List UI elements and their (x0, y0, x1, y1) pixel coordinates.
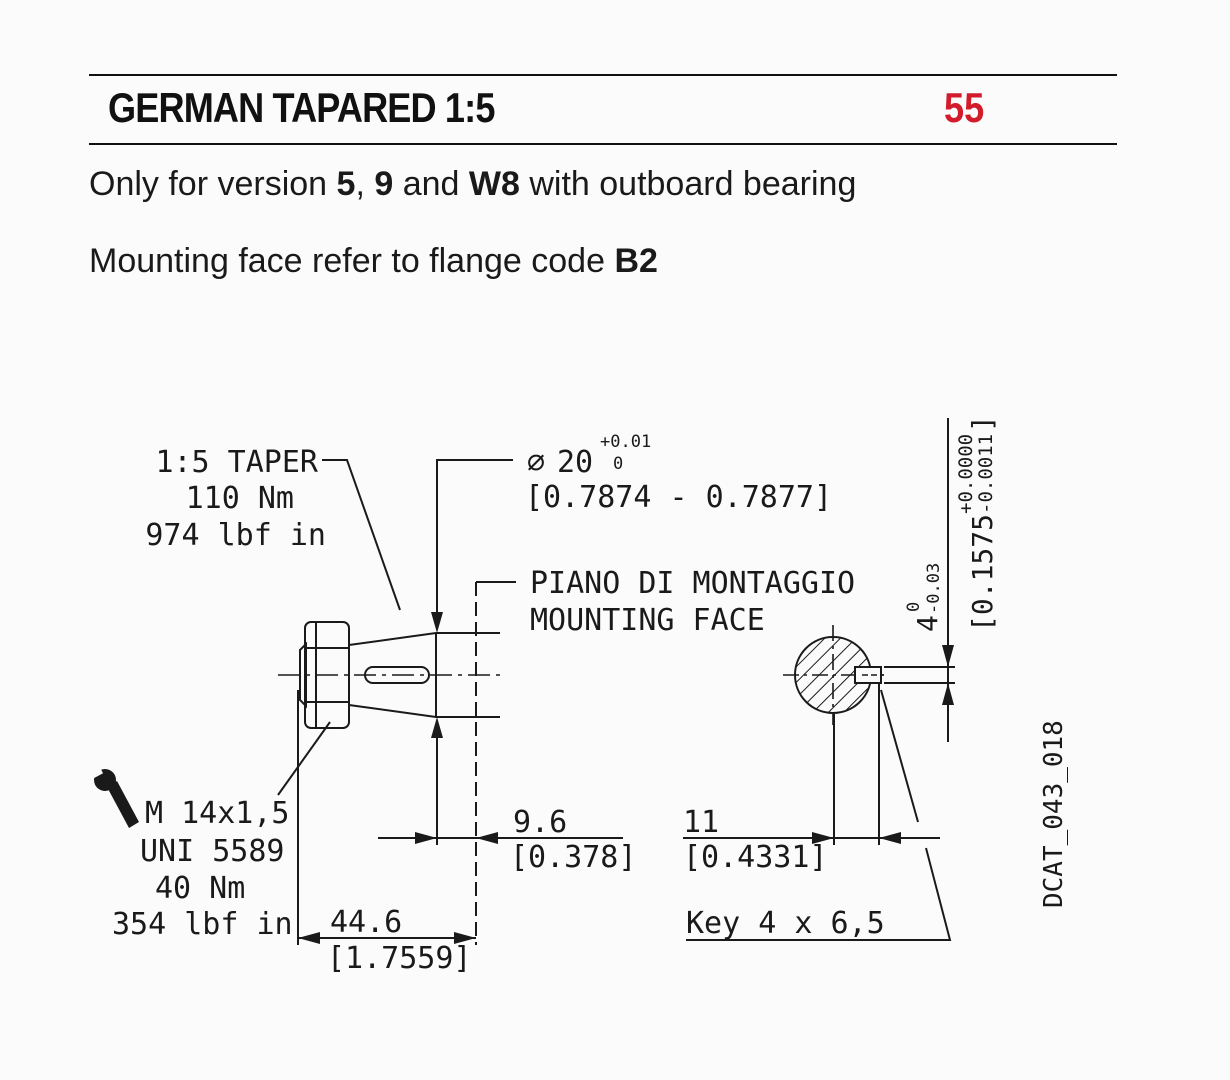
version-note: Only for version 5, 9 and W8 with outboa… (89, 165, 856, 204)
key-spec: Key 4 x 6,5 (686, 906, 885, 941)
mounting-face-en: MOUNTING FACE (530, 603, 765, 638)
diameter-symbol: ∅ (527, 445, 545, 480)
key-width-nominal: 4 (911, 615, 944, 632)
dim-44-6-inch: [1.7559] (327, 941, 472, 976)
arrow-11-left (812, 832, 834, 844)
thread-spec: M 14x1,5 (145, 796, 290, 831)
diameter-nominal: 20 (557, 445, 593, 480)
page-title: GERMAN TAPARED 1:5 (108, 84, 495, 131)
flange-note-prefix: Mounting face refer to flange code (89, 242, 615, 280)
arrow-9-6-left (415, 832, 437, 844)
page-code: 55 (944, 84, 985, 131)
taper-torque-lbf: 974 lbf in (145, 518, 326, 553)
version-9: 9 (374, 165, 394, 203)
bottom-rule (89, 143, 1117, 145)
arrow-key-bottom (942, 683, 954, 705)
taper-ratio-label: 1:5 TAPER (155, 445, 318, 480)
thread-leader (277, 721, 331, 796)
wrench-icon (86, 766, 139, 828)
top-rule (89, 74, 1117, 76)
flange-note: Mounting face refer to flange code B2 (89, 242, 658, 281)
thread-standard: UNI 5589 (140, 834, 285, 869)
key-width-inch-lower: -0.0011 (975, 434, 997, 514)
arrow-diameter-bottom (431, 717, 443, 738)
keyway-slot (364, 666, 430, 684)
key-width-inch-upper: +0.0000 (955, 434, 977, 514)
key-width-tol-lower: -0.03 (924, 563, 944, 614)
arrow-key-top (942, 645, 954, 667)
arrow-11-right (879, 832, 901, 844)
key-width-inch: [0.1575 (966, 514, 999, 632)
version-5: 5 (336, 165, 356, 203)
dim-9-6-mm: 9.6 (513, 805, 567, 840)
taper-torque-nm: 110 Nm (186, 481, 294, 516)
flange-code: B2 (614, 242, 658, 280)
diameter-tol-upper: +0.01 (600, 432, 651, 452)
diameter-tol-lower: 0 (613, 454, 623, 474)
version-note-suffix: with outboard bearing (519, 165, 857, 203)
version-sep-1: , (355, 165, 375, 203)
diameter-inch: [0.7874 - 0.7877] (525, 480, 832, 515)
version-note-prefix: Only for version (89, 165, 337, 203)
drawing-code: DCAT_043_018 (1039, 720, 1069, 908)
arrow-diameter-top (431, 612, 443, 633)
dim-11-mm: 11 (683, 805, 719, 840)
key-width-tol-upper: 0 (904, 602, 924, 612)
thread-torque-lbf: 354 lbf in (112, 907, 293, 942)
mounting-face-it: PIANO DI MONTAGGIO (530, 566, 855, 601)
key-leader (686, 847, 952, 941)
dim-11-inch: [0.4331] (683, 840, 828, 875)
thread-torque-nm: 40 Nm (155, 871, 245, 906)
arrow-44-6-right (454, 932, 476, 944)
dim-44-6-mm: 44.6 (330, 905, 402, 940)
diameter-leader (436, 459, 513, 612)
nut (304, 621, 350, 729)
version-sep-2: and (393, 165, 469, 203)
dim-9-6-inch: [0.378] (510, 840, 636, 875)
taper-leader (322, 459, 401, 611)
version-w8: W8 (468, 165, 520, 203)
arrow-9-6-right (476, 832, 498, 844)
arrow-44-6-left (298, 932, 320, 944)
key-width-inch-close: ] (966, 415, 999, 432)
